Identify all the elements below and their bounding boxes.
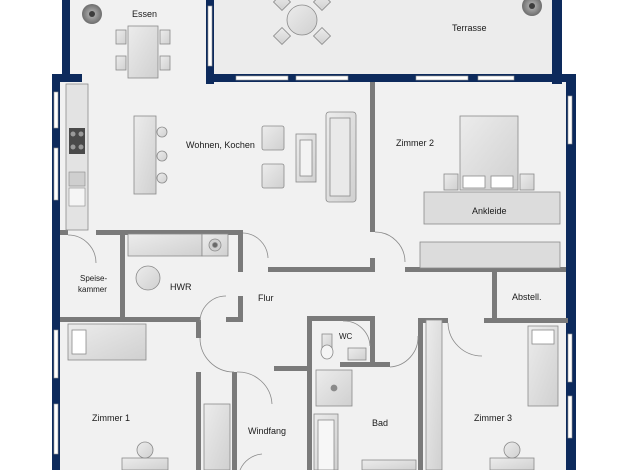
label-speisekammer-1: Speise- bbox=[80, 274, 107, 283]
label-wc: WC bbox=[339, 332, 353, 341]
label-terrasse: Terrasse bbox=[452, 23, 487, 33]
label-abstell: Abstell. bbox=[512, 292, 542, 302]
label-zimmer3: Zimmer 3 bbox=[474, 413, 512, 423]
wardrobe-ankleide bbox=[423, 191, 561, 225]
bathroom-fixtures bbox=[313, 333, 417, 470]
hwr-fixtures bbox=[127, 233, 229, 291]
label-wohnen-kochen: Wohnen, Kochen bbox=[186, 140, 255, 150]
door-swings bbox=[67, 231, 483, 470]
label-windfang: Windfang bbox=[248, 426, 286, 436]
floor-terrasse bbox=[214, 0, 554, 74]
label-flur: Flur bbox=[258, 293, 274, 303]
living-furniture bbox=[261, 111, 357, 203]
label-hwr: HWR bbox=[170, 282, 192, 292]
zimmer1-furniture bbox=[67, 323, 231, 470]
plant-essen bbox=[82, 4, 102, 24]
bed-zimmer2 bbox=[443, 115, 535, 191]
label-bad: Bad bbox=[372, 418, 388, 428]
terrace-table bbox=[272, 0, 332, 46]
inner-walls bbox=[60, 82, 568, 470]
windows bbox=[53, 5, 573, 455]
label-zimmer2: Zimmer 2 bbox=[396, 138, 434, 148]
label-ankleide: Ankleide bbox=[472, 206, 507, 216]
plant-terrasse bbox=[522, 0, 542, 16]
room-labels: Essen Terrasse Wohnen, Kochen Zimmer 2 A… bbox=[78, 9, 542, 436]
dining-table bbox=[115, 25, 171, 79]
zimmer3-furniture bbox=[425, 319, 559, 470]
flur-wardrobe bbox=[419, 241, 561, 269]
label-speisekammer-2: kammer bbox=[78, 285, 107, 294]
label-zimmer1: Zimmer 1 bbox=[92, 413, 130, 423]
kitchen-island bbox=[133, 115, 168, 195]
label-essen: Essen bbox=[132, 9, 157, 19]
kitchen-counter bbox=[65, 83, 89, 231]
